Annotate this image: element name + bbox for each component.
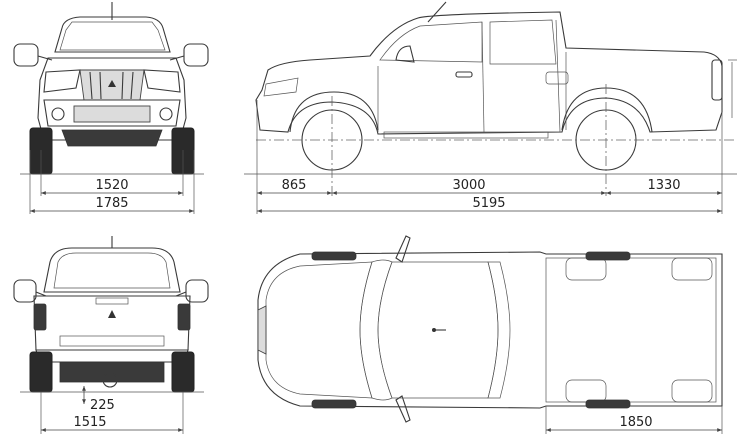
rear-right-tire [171, 351, 195, 393]
wheelbase-label: 3000 [452, 178, 485, 193]
rear-track-label: 1515 [73, 415, 106, 430]
ground-clearance-label: 225 [90, 398, 115, 413]
rear-right-mirror [175, 279, 209, 303]
rear-left-tire [29, 351, 53, 393]
overall-length-label: 5195 [472, 196, 505, 211]
bed-width-label: 1850 [619, 415, 652, 430]
top-view: 1850 [257, 235, 723, 434]
side-view: 865 3000 1330 5195 [244, 1, 737, 214]
left-mirror [13, 43, 53, 67]
right-mirror [169, 43, 209, 67]
rear-overhang-label: 1330 [647, 178, 680, 193]
overall-width-label: 1785 [95, 196, 128, 211]
front-overhang-label: 865 [282, 178, 307, 193]
rear-view: 225 1515 [13, 236, 209, 434]
front-view: 1520 1785 [13, 2, 209, 214]
rear-left-mirror [13, 279, 47, 303]
front-track-label: 1520 [95, 178, 128, 193]
